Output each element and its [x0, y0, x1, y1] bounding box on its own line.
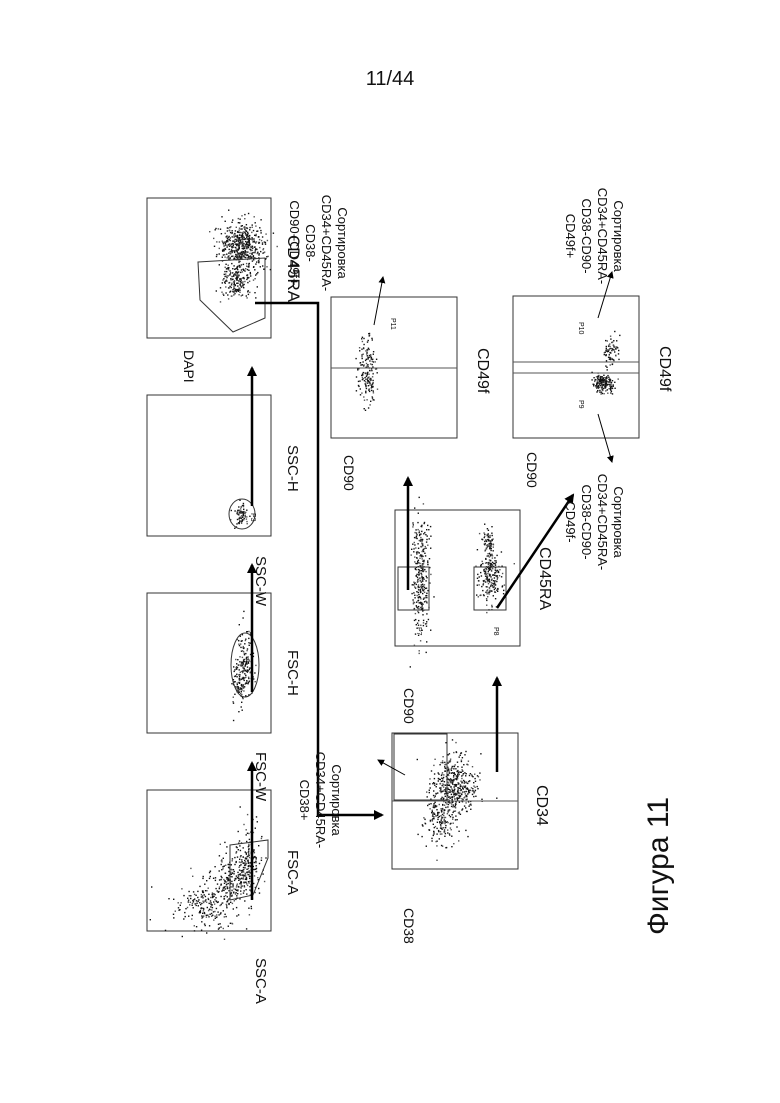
svg-text:CD49f-: CD49f- [563, 501, 578, 542]
plot-fsch-fscw: FSC-W FSC-H [147, 593, 301, 802]
plot-fsc-ssc: SSC-A FSC-A [147, 790, 301, 1004]
sort-label-cd90-minus-cd49f-plus: Сортировка CD34+CD45RA- CD38-CD90- CD49f… [563, 188, 626, 284]
svg-text:CD38-CD90-: CD38-CD90- [579, 484, 594, 559]
plot-ssch-sscw-ylabel: SSC-W [252, 556, 269, 607]
svg-text:CD34+CD45RA-: CD34+CD45RA- [313, 752, 328, 848]
svg-text:CD34+CD45RA-: CD34+CD45RA- [595, 188, 610, 284]
plot-cd49f-cd90-top-ylabel: CD90 [341, 455, 357, 491]
svg-text:CD38+: CD38+ [297, 780, 312, 821]
plot-cd49f-cd90-bottom-xlabel: CD49f [656, 346, 673, 392]
plot-fsc-ssc-ylabel: SSC-A [252, 958, 269, 1004]
plot-fsch-fscw-xlabel: FSC-H [284, 650, 301, 696]
plot-ssch-sscw-gate: P3 [249, 513, 256, 522]
plot-ssch-sscw: P3 SSC-W SSC-H [147, 395, 301, 607]
sort-label-cd90-minus-cd49f-minus: Сортировка CD34+CD45RA- CD38-CD90- CD49f… [563, 474, 626, 570]
svg-text:CD34+CD45RA-: CD34+CD45RA- [319, 195, 334, 291]
svg-text:CD49f+: CD49f+ [563, 214, 578, 258]
svg-text:CD38-CD90-: CD38-CD90- [579, 198, 594, 273]
plot-cd45ra-cd90-gate-p7: P7 [415, 627, 422, 636]
svg-text:Сортировка: Сортировка [611, 486, 626, 558]
plot-fsc-ssc-xlabel: FSC-A [284, 850, 301, 895]
plot-cd49f-cd90-top: P11 CD90 CD49f [331, 297, 491, 491]
plot-cd45ra-dapi: DAPI CD45RA [147, 198, 303, 383]
plot-cd49f-cd90-bottom-ylabel: CD90 [524, 452, 540, 488]
plot-cd49f-cd90-bottom-gate-p9: P9 [577, 400, 584, 409]
plot-fsch-fscw-ylabel: FSC-W [252, 752, 269, 802]
plot-cd34-cd38: CD38 CD34 [392, 733, 550, 944]
plot-cd45ra-cd90: P7 P8 CD90 CD45RA [395, 497, 553, 724]
figure-caption: Фигура 11 [642, 797, 675, 935]
svg-text:Сортировка: Сортировка [611, 200, 626, 272]
sort-label-cd38-plus: Сортировка CD34+CD45RA- CD38+ [297, 752, 344, 848]
plot-cd49f-cd90-bottom: P10 P9 CD90 CD49f [513, 296, 673, 488]
plot-fsc-ssc-events [150, 806, 267, 940]
plot-cd34-cd38-ylabel: CD38 [401, 908, 417, 944]
arrow-p8-to-bottom [497, 495, 573, 608]
plot-cd45ra-dapi-events [209, 210, 278, 303]
plot-cd45ra-cd90-ylabel: CD90 [401, 688, 417, 724]
plot-cd34-cd38-xlabel: CD34 [533, 785, 550, 826]
sort-label-cd90-cd49f-plus: Сортировка CD34+CD45RA- CD38- CD90+CD49f… [287, 195, 350, 291]
plot-cd45ra-cd90-events [410, 497, 515, 668]
svg-text:CD34+CD45RA-: CD34+CD45RA- [595, 474, 610, 570]
plot-cd49f-cd90-bottom-gate-p10: P10 [577, 322, 584, 335]
plot-cd45ra-cd90-xlabel: CD45RA [536, 547, 553, 610]
svg-text:CD90+CD49f+: CD90+CD49f+ [287, 200, 302, 285]
svg-text:Сортировка: Сортировка [335, 207, 350, 279]
plot-cd45ra-dapi-ylabel: DAPI [181, 350, 197, 383]
plot-ssch-sscw-xlabel: SSC-H [284, 445, 301, 492]
plot-cd45ra-cd90-gate-p8: P8 [492, 627, 499, 636]
svg-text:CD38-: CD38- [303, 224, 318, 262]
plot-cd49f-cd90-top-xlabel: CD49f [474, 348, 491, 394]
plot-cd49f-cd90-top-events [355, 333, 378, 411]
svg-text:Сортировка: Сортировка [329, 764, 344, 836]
plot-cd49f-cd90-bottom-events [591, 331, 620, 395]
plot-cd49f-cd90-top-gate: P11 [389, 318, 396, 330]
